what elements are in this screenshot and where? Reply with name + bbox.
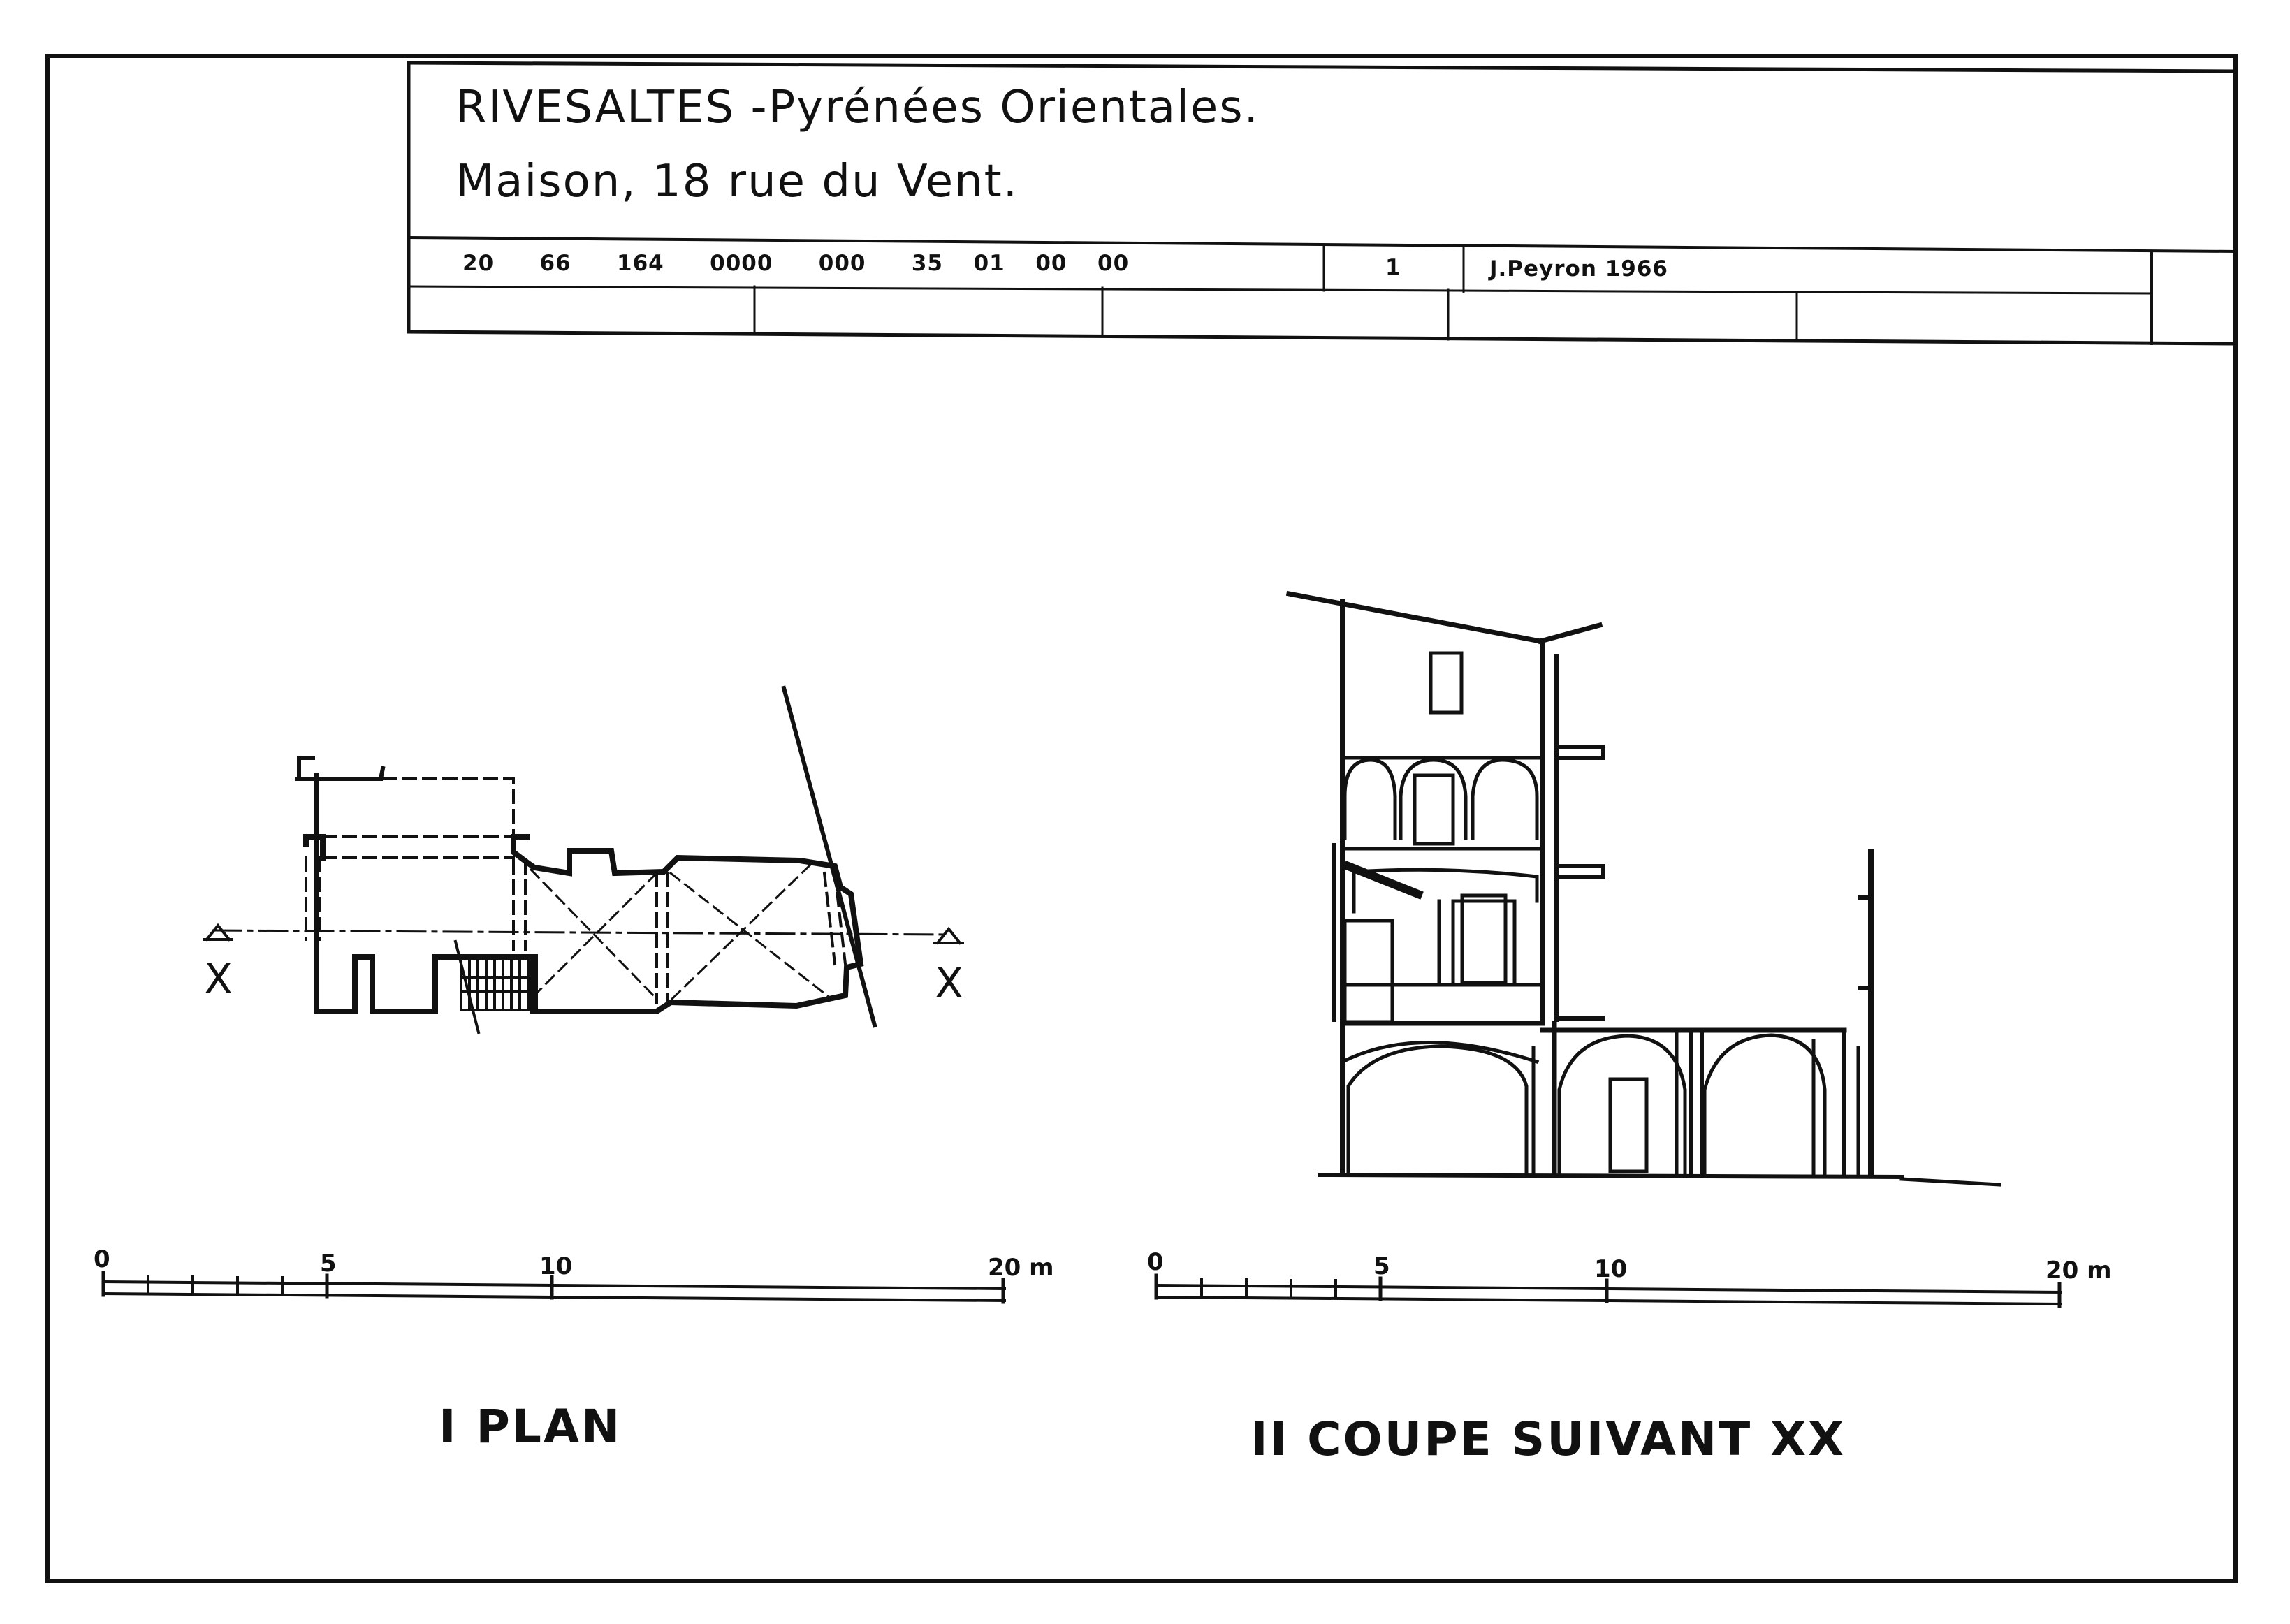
section-arches-upper — [1341, 756, 1545, 851]
section-first-floor — [1340, 861, 1545, 1026]
section-marker-right: X — [935, 959, 964, 1008]
plan-dashed-outline — [305, 777, 847, 1004]
scale-plan-5: 5 — [320, 1250, 337, 1278]
reference-code: 20 66 164 0000 000 35 01 00 00 — [462, 251, 1130, 276]
plan-street-line — [781, 685, 877, 1028]
scale-bar-plan — [101, 1271, 1007, 1304]
plan-outer-wall — [314, 773, 864, 1014]
section-ground-vaults — [1340, 1021, 1860, 1176]
caption-section: II COUPE SUIVANT XX — [1250, 1412, 1846, 1466]
title-block — [407, 61, 2238, 346]
plan-wall-return — [297, 756, 315, 777]
scale-section-5: 5 — [1373, 1252, 1390, 1280]
caption-plan: I PLAN — [439, 1400, 622, 1454]
title-place: RIVESALTES -Pyrénées Orientales. — [455, 82, 1260, 133]
section-line-xx — [212, 929, 951, 936]
plan-staircase — [453, 939, 538, 1034]
building-section — [1285, 590, 2001, 1187]
plan-wall-stub — [303, 834, 326, 861]
scale-plan-0: 0 — [94, 1245, 110, 1273]
scale-section-10: 10 — [1594, 1255, 1628, 1283]
section-marker-left: X — [204, 955, 233, 1004]
section-arrow-right — [933, 926, 964, 945]
sheet-frame — [45, 54, 2238, 1583]
section-ground-line — [1318, 1172, 1904, 1180]
floor-plan — [203, 685, 964, 1034]
section-arrow-left — [203, 923, 233, 942]
scale-section-20: 20 m — [2045, 1257, 2112, 1285]
sheet-number: 1 — [1385, 255, 1401, 280]
section-window-top — [1429, 651, 1464, 715]
section-roof-right — [1537, 622, 1603, 645]
section-ledge — [1554, 745, 1605, 760]
scale-plan-20: 20 m — [988, 1254, 1054, 1282]
scale-section-0: 0 — [1147, 1248, 1164, 1276]
scale-plan-10: 10 — [539, 1252, 573, 1280]
title-building: Maison, 18 rue du Vent. — [455, 156, 1019, 207]
section-roof-left — [1285, 590, 1544, 645]
author-date: J.Peyron 1966 — [1489, 256, 1668, 281]
scale-bar-section — [1154, 1273, 2063, 1308]
